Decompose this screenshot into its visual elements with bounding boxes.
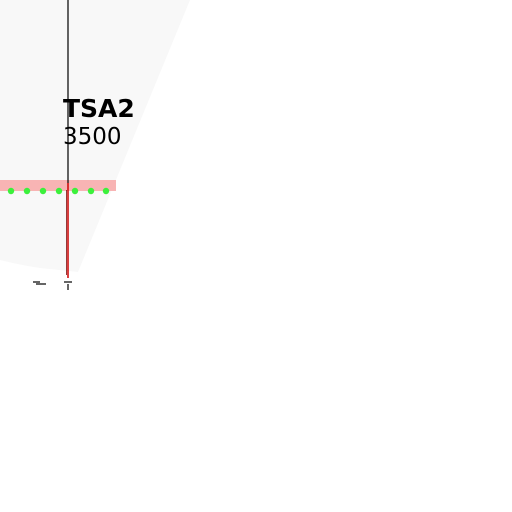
dotted-route [7,187,110,195]
route-dot [55,187,63,195]
route-dot [102,187,110,195]
bottom-marks [33,281,72,290]
route-dot [87,187,95,195]
route-dot [39,187,47,195]
route-dot [71,187,79,195]
airspace-sector [0,0,190,272]
route-dot [23,187,31,195]
sector-boundary-band [0,180,116,191]
route-dot [7,187,15,195]
airspace-name-label: TSA2 [63,94,135,123]
airspace-altitude-label: 3500 [63,124,122,150]
